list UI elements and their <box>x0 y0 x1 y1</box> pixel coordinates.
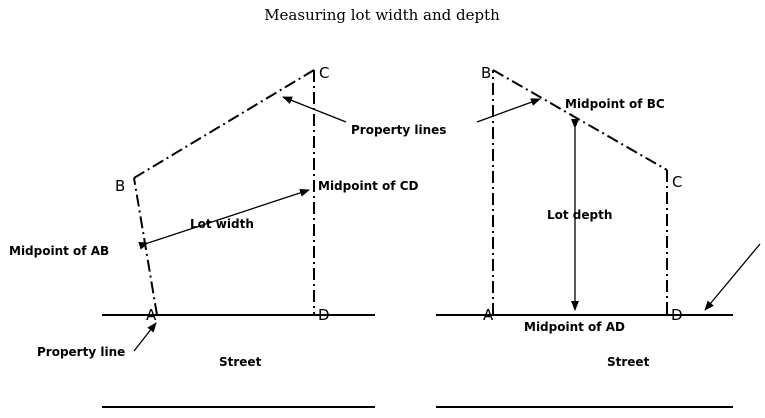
label-midpoint-bc: Midpoint of BC <box>565 97 665 111</box>
left-vertex-a: A <box>146 306 157 324</box>
left-vertex-d: D <box>318 306 330 324</box>
left-diagram: A B C D Midpoint of CD Lot width Midpoin… <box>9 64 418 408</box>
label-midpoint-cd: Midpoint of CD <box>318 179 418 193</box>
left-vertex-c: C <box>319 64 329 82</box>
label-right-street: Street <box>607 355 650 369</box>
right-boundary-bc <box>492 69 668 171</box>
diagram-title: Measuring lot width and depth <box>264 6 500 24</box>
left-boundary-ab <box>133 177 158 316</box>
left-boundary-bc <box>133 69 315 179</box>
property-line-arrow <box>133 322 157 352</box>
left-vertex-b: B <box>115 177 125 195</box>
right-vertex-a: A <box>483 306 494 324</box>
property-lines-callout: Property lines <box>282 96 541 137</box>
label-midpoint-ad: Midpoint of AD <box>524 320 625 334</box>
label-property-lines: Property lines <box>351 123 446 137</box>
label-lot-depth: Lot depth <box>547 208 612 222</box>
right-diagram: A B C D Midpoint of BC Lot depth Midpoin… <box>436 64 761 408</box>
label-midpoint-ab: Midpoint of AB <box>9 244 109 258</box>
right-vertex-d: D <box>671 306 683 324</box>
corner-d-arrow <box>704 243 761 311</box>
label-left-street: Street <box>219 355 262 369</box>
lot-width-arrow <box>138 189 310 250</box>
label-property-line: Property line <box>37 345 125 359</box>
label-lot-width: Lot width <box>190 217 254 231</box>
right-vertex-b: B <box>481 64 491 82</box>
property-lines-arrow-right <box>476 98 541 123</box>
right-vertex-c: C <box>672 173 682 191</box>
property-lines-arrow-left <box>282 96 347 123</box>
